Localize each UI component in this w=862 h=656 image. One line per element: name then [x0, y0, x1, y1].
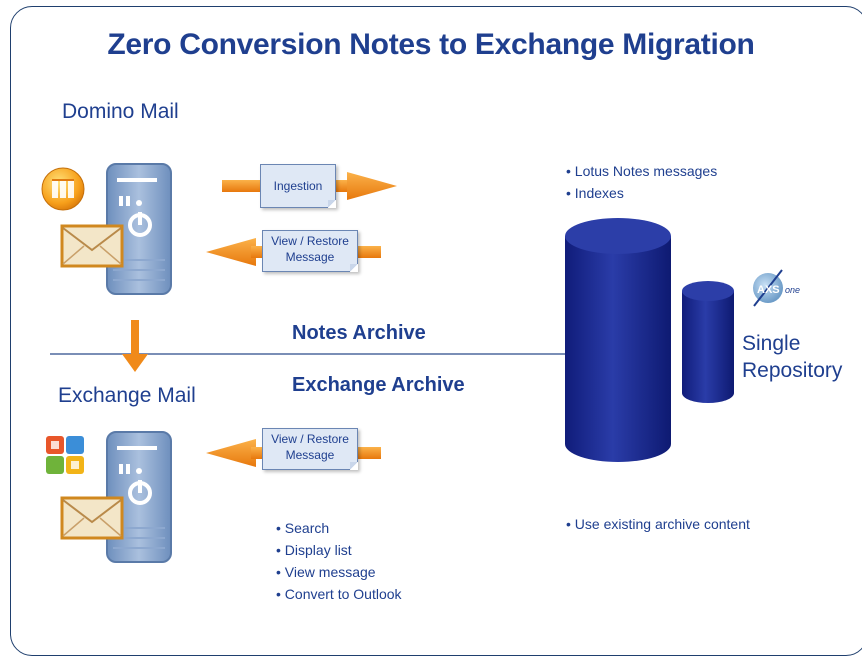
domino-mail-label: Domino Mail — [62, 100, 179, 123]
ingestion-note: Ingestion — [260, 164, 336, 208]
repository-note-list: Use existing archive content — [566, 513, 750, 535]
list-item: Use existing archive content — [566, 513, 750, 535]
axs-one-logo-icon: AXS one — [753, 269, 800, 307]
view-restore-bottom-line1: View / Restore — [271, 432, 349, 446]
exchange-archive-cylinder — [682, 281, 734, 403]
view-restore-top-note: View / Restore Message — [262, 230, 358, 272]
list-item: Convert to Outlook — [276, 583, 402, 605]
repository-line1: Single — [742, 332, 801, 355]
list-item: View message — [276, 561, 402, 583]
slide-title: Zero Conversion Notes to Exchange Migrat… — [107, 28, 755, 61]
archive-contents-list: Lotus Notes messages Indexes — [566, 160, 717, 204]
repository-line2: Repository — [742, 359, 843, 382]
exchange-archive-label: Exchange Archive — [292, 374, 465, 396]
migration-down-arrow — [122, 320, 148, 372]
view-restore-bottom-note: View / Restore Message — [262, 428, 358, 470]
axs-logo-text: AXS — [757, 284, 780, 296]
notes-archive-label: Notes Archive — [292, 322, 426, 344]
list-item: Search — [276, 517, 402, 539]
axs-logo-sub: one — [785, 285, 800, 295]
domino-envelope-icon — [60, 224, 124, 268]
view-restore-bottom-line2: Message — [285, 448, 335, 462]
list-item: Indexes — [566, 182, 717, 204]
office-logo-icon — [46, 436, 84, 474]
exchange-mail-label: Exchange Mail — [58, 384, 196, 407]
single-repository-label: Single Repository — [742, 330, 842, 384]
view-restore-top-line1: View / Restore — [271, 234, 349, 248]
exchange-envelope-icon — [60, 496, 124, 540]
view-restore-top-line2: Message — [285, 250, 335, 264]
list-item: Lotus Notes messages — [566, 160, 717, 182]
ingestion-label: Ingestion — [273, 179, 323, 193]
list-item: Display list — [276, 539, 402, 561]
notes-archive-cylinder — [565, 218, 671, 462]
lotus-notes-logo-icon — [41, 167, 85, 211]
exchange-actions-list: Search Display list View message Convert… — [276, 517, 402, 605]
